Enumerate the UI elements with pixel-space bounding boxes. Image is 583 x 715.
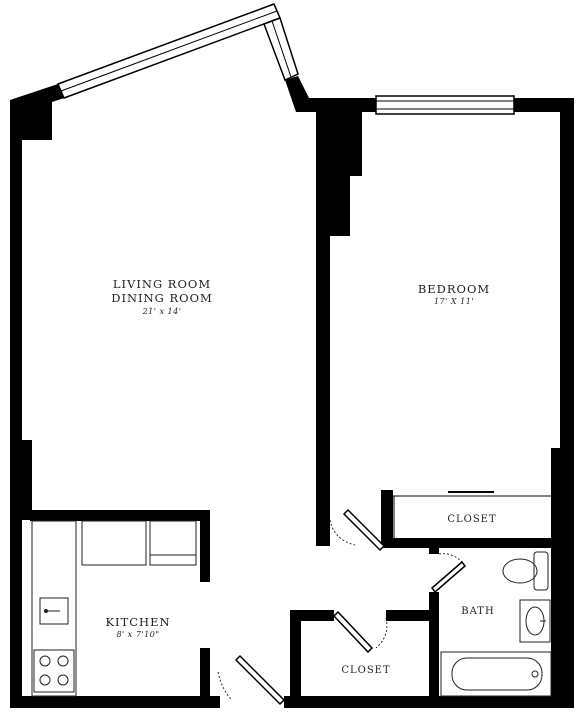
sliding-door-icon [393,491,551,538]
wall-bath-top [381,538,561,548]
wall-bottom-left [10,696,220,708]
wall-partition [316,230,330,546]
wall-hall-closet-left [290,610,301,704]
wall-top-left [10,84,64,140]
wall-left [10,100,22,708]
living-room-label: LIVING ROOM [113,277,211,291]
wall-top-right [514,98,574,112]
bath-fixtures [440,551,552,697]
bedroom-label: BEDROOM [418,282,490,296]
wall-hall-closet-top-left [290,610,334,621]
door-hall-closet [332,610,388,654]
wall-corner-block [22,100,52,140]
bath-label: BATH [461,606,494,617]
wall-bath-door-jamb [429,548,439,554]
counter-icon [31,520,77,697]
wall-partition-thick [316,100,350,236]
bedroom-closet-label: CLOSET [447,514,496,525]
toilet-icon [502,551,549,591]
kitchen-fixtures [31,520,197,697]
hall-closet-label: CLOSET [341,665,390,676]
window-icon [56,3,515,115]
door-entry [217,654,286,706]
vanity-sink-icon [519,599,551,643]
wall-closet-left [381,490,393,548]
sink-icon [39,597,69,625]
wall-partition-upper [350,100,362,176]
wall-right-lower [551,448,574,708]
wall-bath-left [429,592,439,704]
room-labels: LIVING ROOM DINING ROOM 21' x 14' BEDROO… [105,277,496,676]
kitchen-dimensions: 8' x 7'10" [116,630,159,639]
living-room-dimensions: 21' x 14' [142,307,182,316]
bedroom-dimensions: 17' X 11' [434,297,474,306]
window-bedroom [375,95,515,115]
dining-room-label: DINING ROOM [111,291,213,305]
wall-kitchen-right [200,510,210,582]
door-bath [430,553,467,594]
interior-walls [30,100,561,704]
wall-kitchen-top [30,510,210,521]
wall-right [560,98,574,453]
door-icon [217,508,467,706]
bathtub-icon [440,651,552,697]
wall-left-thick [22,440,32,520]
door-bedroom [329,508,386,552]
kitchen-label: KITCHEN [105,615,170,629]
stove-icon [33,649,75,693]
upper-cabinet-icon [81,520,147,566]
wall-hall-closet-top-right [386,610,436,621]
refrigerator-icon [149,520,197,566]
wall-kitchen-right-lower [200,648,210,704]
